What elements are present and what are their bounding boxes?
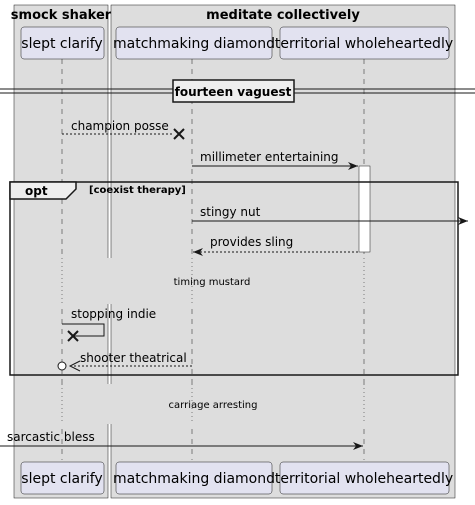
message-label: provides sling <box>210 235 293 249</box>
message-label: sarcastic bless <box>7 430 95 444</box>
box-title-meditate-collectively: meditate collectively <box>206 8 360 23</box>
participant-label: territorial wholeheartedly <box>275 471 453 487</box>
divider-label: fourteen vaguest <box>175 85 292 99</box>
fragment-tab <box>9 181 77 200</box>
fragment-keyword: opt <box>25 184 48 198</box>
message-label: champion posse <box>71 119 169 133</box>
message-label: stingy nut <box>200 205 261 219</box>
delay-mask <box>40 384 400 424</box>
message-line <box>62 323 105 337</box>
message-label: millimeter entertaining <box>200 150 339 164</box>
participant-slept-clarify-bottom[interactable] <box>20 461 105 495</box>
fragment-opt <box>9 181 459 376</box>
box-meditate-collectively <box>110 4 456 499</box>
participant-label: matchmaking diamond <box>113 36 275 52</box>
activation-bar <box>358 165 371 253</box>
participant-slept-clarify-top[interactable] <box>20 26 105 60</box>
participant-label: territorial wholeheartedly <box>275 36 453 52</box>
open-arrow-icon <box>68 360 81 372</box>
participant-label: slept clarify <box>21 36 102 52</box>
participant-territorial-wholeheartedly-bottom[interactable] <box>279 461 450 495</box>
message-label: stopping indie <box>71 307 156 321</box>
message-label: shooter theatrical <box>80 351 187 365</box>
box-title-smock-shaker: smock shaker <box>11 8 112 23</box>
cross-icon <box>67 330 79 342</box>
delay-label: carriage arresting <box>169 400 258 411</box>
delay-mask <box>40 258 400 304</box>
participant-matchmaking-diamond-bottom[interactable] <box>115 461 273 495</box>
delay-label: timing mustard <box>174 277 251 288</box>
cross-icon <box>173 128 185 140</box>
participant-matchmaking-diamond-top[interactable] <box>115 26 273 60</box>
fragment-condition: [coexist therapy] <box>89 185 186 196</box>
divider-box <box>172 79 295 103</box>
box-smock-shaker <box>13 4 109 499</box>
participant-label: slept clarify <box>21 471 102 487</box>
circle-icon <box>57 361 67 371</box>
participant-territorial-wholeheartedly-top[interactable] <box>279 26 450 60</box>
participant-label: matchmaking diamond <box>113 471 275 487</box>
